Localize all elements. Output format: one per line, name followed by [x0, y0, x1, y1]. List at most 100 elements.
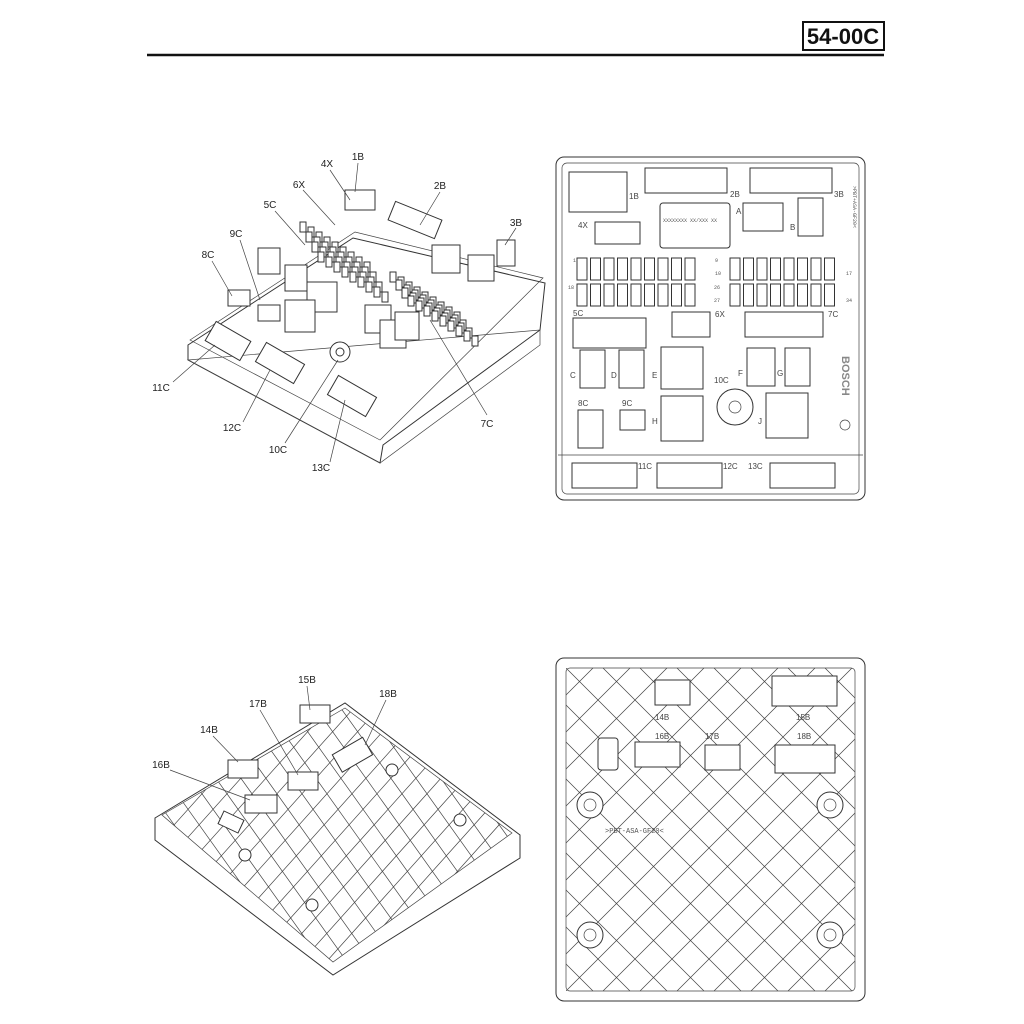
callout-9c: 9C [230, 229, 243, 240]
callout-18b: 18B [379, 689, 397, 700]
connector-2b [644, 167, 728, 194]
plan-label-15b: 15B [796, 713, 810, 722]
fuse-slot [299, 221, 307, 233]
plan-label-12c: 12C [723, 462, 738, 471]
callout-13c: 13C [312, 463, 330, 474]
relay-label-g: G [777, 369, 783, 378]
relay-e [660, 346, 704, 390]
fuse-slot [729, 257, 741, 281]
control-unit-label [659, 202, 731, 249]
fuse-slot [325, 256, 333, 268]
relay-d [618, 349, 645, 389]
plan-label-1b: 1B [629, 192, 639, 201]
fuse-slot [684, 283, 696, 307]
fuse-number-18: 18 [568, 285, 574, 291]
fuse-slot [797, 257, 808, 281]
relay-g [784, 347, 811, 387]
fuse-slot [783, 257, 795, 281]
relay-c [579, 349, 606, 389]
callout-4x: 4X [321, 159, 334, 170]
fuse-slot [349, 271, 357, 283]
callout-17b: 17B [249, 699, 267, 710]
relay-label-h: H [652, 417, 658, 426]
fuse-box-underside [154, 702, 521, 976]
fuse-slot [671, 283, 682, 307]
section-code: 54-00C [807, 24, 879, 49]
fuse-slot [471, 335, 479, 347]
fuse-number-9: 9 [715, 258, 718, 264]
plan-label-13c: 13C [748, 462, 763, 471]
relay-label-a: A [736, 207, 742, 216]
callout-10c: 10C [269, 445, 287, 456]
fuse-slot [657, 283, 669, 307]
fuse-slot [824, 257, 835, 281]
plan-label-10c: 10C [714, 376, 729, 385]
plan-label-9c: 9C [622, 399, 632, 408]
fuse-number-10: 10 [715, 271, 721, 277]
bl-connector-17b [287, 771, 319, 791]
top-isometric-view: 1B 4X 2B 6X 5C 3B 9C 8C 11C 12C 10C 13C … [152, 152, 546, 474]
plan-label-16b: 16B [655, 732, 669, 741]
fuse-slot [590, 257, 601, 281]
fuse-slot [431, 310, 439, 322]
bl-connector-16b [244, 794, 278, 814]
fuse-slot [810, 257, 822, 281]
fuse-slot [415, 300, 423, 312]
fuse-slot [447, 320, 455, 332]
plan-label-11c: 11C [638, 462, 652, 471]
fuse-slot [797, 283, 808, 307]
relay-f [746, 347, 776, 387]
section-code-box [802, 21, 885, 51]
fuse-slot [423, 305, 431, 317]
fuse-slot [671, 257, 682, 281]
plan-label-8c: 8C [578, 399, 588, 408]
fuse-slot [617, 257, 628, 281]
fuse-slot [756, 283, 768, 307]
connector-12c [656, 462, 723, 489]
plan-label-7c: 7C [828, 310, 838, 319]
connector-6x [671, 311, 711, 338]
fuse-slot [630, 257, 642, 281]
callout-15b: 15B [298, 675, 316, 686]
bl-connector-15b [299, 704, 331, 724]
callout-14b: 14B [200, 725, 218, 736]
relay-b [797, 197, 824, 237]
fuse-slot [743, 283, 754, 307]
fuse-slot [395, 279, 403, 291]
material-mark: >PBT+ASA-GF20< [851, 186, 857, 228]
connector-7c [744, 311, 824, 338]
relay-label-j: J [758, 417, 762, 426]
fuse-slot [824, 283, 835, 307]
fuse-slot [729, 283, 741, 307]
callout-7c: 7C [481, 419, 494, 430]
connector-1b [568, 171, 628, 213]
brand-logo: BOSCH [839, 356, 851, 396]
relay-label-e: E [652, 371, 657, 380]
relay-a [742, 202, 784, 232]
bl-connector-14b [227, 759, 259, 779]
relay-label-f: F [738, 369, 743, 378]
fuse-slot [603, 283, 615, 307]
plan-label-17b: 17B [705, 732, 719, 741]
fuse-slot [389, 271, 397, 283]
fuse-slot [743, 257, 754, 281]
callout-12c: 12C [223, 423, 241, 434]
callout-16b: 16B [152, 760, 170, 771]
connector-13c [769, 462, 836, 489]
connector-3b [749, 167, 833, 194]
fuse-slot [373, 286, 381, 298]
relay-h [660, 395, 704, 442]
fuse-slot [407, 295, 415, 307]
plan-label-4x: 4X [578, 221, 588, 230]
callout-6x: 6X [293, 180, 306, 191]
callout-8c: 8C [202, 250, 215, 261]
bottom-plan-view: 14B 15B 16B 17B 18B >PBT-ASA-GF20< [555, 657, 866, 1002]
fuse-slot [684, 257, 696, 281]
fuse-slot [455, 325, 463, 337]
fuse-slot [357, 276, 365, 288]
page-header: 54-00C [147, 21, 885, 57]
plan-label-18b: 18B [797, 732, 811, 741]
fuse-number-1: 1 [573, 258, 576, 264]
fuse-slot [630, 283, 642, 307]
fuse-slot [756, 257, 768, 281]
